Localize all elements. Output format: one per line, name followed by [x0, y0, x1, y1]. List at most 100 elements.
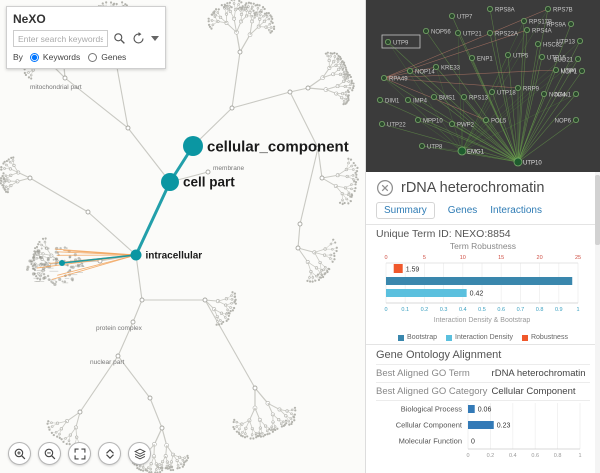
gene-node-rpa49[interactable]: RPA49	[380, 75, 408, 82]
gene-node-utp10[interactable]: UTP10	[513, 157, 542, 167]
tab-genes[interactable]: Genes	[447, 205, 478, 216]
tree-node-cell-part[interactable]	[161, 173, 179, 191]
gene-node-bud21[interactable]: BUD21	[554, 56, 581, 63]
fullscreen-button[interactable]	[68, 442, 91, 465]
gene-node-emg1[interactable]: EMG1	[457, 146, 485, 156]
gene-node-utp21[interactable]: UTP21	[455, 29, 482, 37]
gene-label: UTP5	[513, 53, 529, 59]
gene-label: ENP1	[477, 56, 493, 62]
svg-text:0.1: 0.1	[401, 307, 409, 313]
gene-label: UTP18	[497, 90, 516, 96]
gene-node-nop56[interactable]: NOP56	[423, 27, 451, 35]
search-input[interactable]	[13, 30, 108, 47]
legend-swatch	[398, 334, 405, 341]
tab-interactions[interactable]: Interactions	[490, 205, 542, 216]
gene-node-rps9a[interactable]: RPS9A	[546, 20, 574, 28]
gene-node-utp7[interactable]: UTP7	[449, 12, 473, 20]
gene-node-rps8a[interactable]: RPS8A	[487, 6, 515, 13]
gene-node-pwp2[interactable]: PWP2	[449, 121, 475, 128]
svg-text:0.3: 0.3	[440, 307, 448, 313]
gene-label: NOP6	[555, 118, 572, 124]
search-panel: NeXO By Keywo	[6, 6, 166, 69]
radio-input-genes[interactable]	[88, 52, 98, 62]
gene-node-rps17b[interactable]: RPS17B	[520, 17, 552, 25]
refresh-icon[interactable]	[130, 31, 146, 47]
tree-minor-label: mitochondrial part	[30, 84, 82, 91]
gene-label: RPS7B	[553, 7, 573, 13]
gene-node-utp18[interactable]: UTP18	[489, 89, 516, 96]
collapse-button[interactable]	[98, 442, 121, 465]
svg-text:Interaction Density & Bootstra: Interaction Density & Bootstrap	[434, 317, 531, 324]
close-icon[interactable]	[376, 179, 394, 197]
gene-node-bms1[interactable]: BMS1	[431, 94, 456, 101]
gene-label: UTP6	[561, 68, 577, 74]
gene-node-rps22a[interactable]: RPS22A	[487, 29, 518, 37]
gene-node-rps7b[interactable]: RPS7B	[544, 6, 573, 13]
radio-keywords[interactable]: Keywords	[29, 52, 80, 62]
gene-node-hsc82[interactable]: HSC82	[534, 41, 563, 48]
gene-node-utp9[interactable]: UTP9	[381, 34, 421, 49]
svg-text:0.06: 0.06	[478, 407, 492, 414]
svg-text:1: 1	[576, 307, 579, 313]
unique-term-id: Unique Term ID: NEXO:8854	[376, 228, 511, 240]
gene-label: IMP4	[413, 98, 428, 104]
gene-node-imp4[interactable]: IMP4	[405, 97, 428, 104]
gene-node-utp13[interactable]: UTP13	[556, 38, 583, 45]
gene-node-rps4a[interactable]: RPS4A	[523, 26, 552, 34]
radio-genes[interactable]: Genes	[88, 52, 126, 62]
radio-input-keywords[interactable]	[29, 52, 39, 62]
tree-node-intracellular[interactable]	[130, 249, 142, 261]
scrollbar-thumb[interactable]	[595, 175, 600, 245]
chevron-down-icon[interactable]	[151, 36, 159, 41]
zoom-in-button[interactable]	[8, 442, 31, 465]
gene-node-rrp9[interactable]: RRP9	[514, 85, 540, 92]
svg-text:5: 5	[423, 255, 426, 261]
tree-node-cellular-component[interactable]	[183, 136, 203, 156]
app-title: NeXO	[13, 12, 46, 26]
zoom-out-button[interactable]	[38, 442, 61, 465]
tree-node-label: cellular_component	[207, 138, 349, 155]
svg-text:0.4: 0.4	[459, 307, 467, 313]
svg-text:0: 0	[384, 255, 387, 261]
gene-node-utp22[interactable]: UTP22	[378, 121, 406, 128]
gene-node-nop1[interactable]: NOP1	[561, 68, 585, 75]
search-icon[interactable]	[111, 31, 127, 47]
gene-label: UTP22	[387, 122, 406, 128]
layers-button[interactable]	[128, 442, 151, 465]
gene-label: UTP8	[427, 144, 443, 150]
gene-label: UTP15	[547, 55, 566, 61]
gene-node-utp15[interactable]: UTP15	[538, 54, 566, 61]
gene-node-utp5[interactable]: UTP5	[504, 52, 529, 59]
gene-node-nop14[interactable]: NOP14	[407, 68, 435, 75]
gene-node-kre33[interactable]: KRE33	[433, 64, 461, 71]
gene-node-utp8[interactable]: UTP8	[419, 142, 443, 150]
gene-node-nop6[interactable]: NOP6	[555, 117, 579, 124]
gene-node-nan1[interactable]: NAN1	[555, 91, 579, 98]
gene-node-rps13[interactable]: RPS13	[461, 94, 489, 101]
svg-text:0.8: 0.8	[536, 307, 544, 313]
svg-text:1.59: 1.59	[406, 267, 420, 274]
tab-summary[interactable]: Summary	[376, 202, 435, 219]
detail-scrollbar[interactable]	[595, 172, 600, 473]
gene-node-enp1[interactable]: ENP1	[469, 55, 493, 62]
tree-minor-label: protein complex	[96, 325, 143, 332]
gene-node-dim1[interactable]: DIM1	[376, 97, 400, 104]
gene-node-noc4[interactable]: NOC4	[540, 91, 566, 98]
svg-text:0.6: 0.6	[497, 307, 505, 313]
gene-node-pol5[interactable]: POL5	[483, 117, 507, 124]
layers-icon	[133, 448, 146, 459]
gene-label: UTP13	[556, 39, 575, 45]
gene-node-utp6[interactable]: UTP6	[552, 67, 577, 74]
tree-minor-label: nuclear part	[90, 359, 125, 366]
gene-node-mpp10[interactable]: MPP10	[415, 117, 443, 124]
gene-label: NOC4	[549, 92, 566, 98]
gene-label: NAN1	[555, 92, 572, 98]
